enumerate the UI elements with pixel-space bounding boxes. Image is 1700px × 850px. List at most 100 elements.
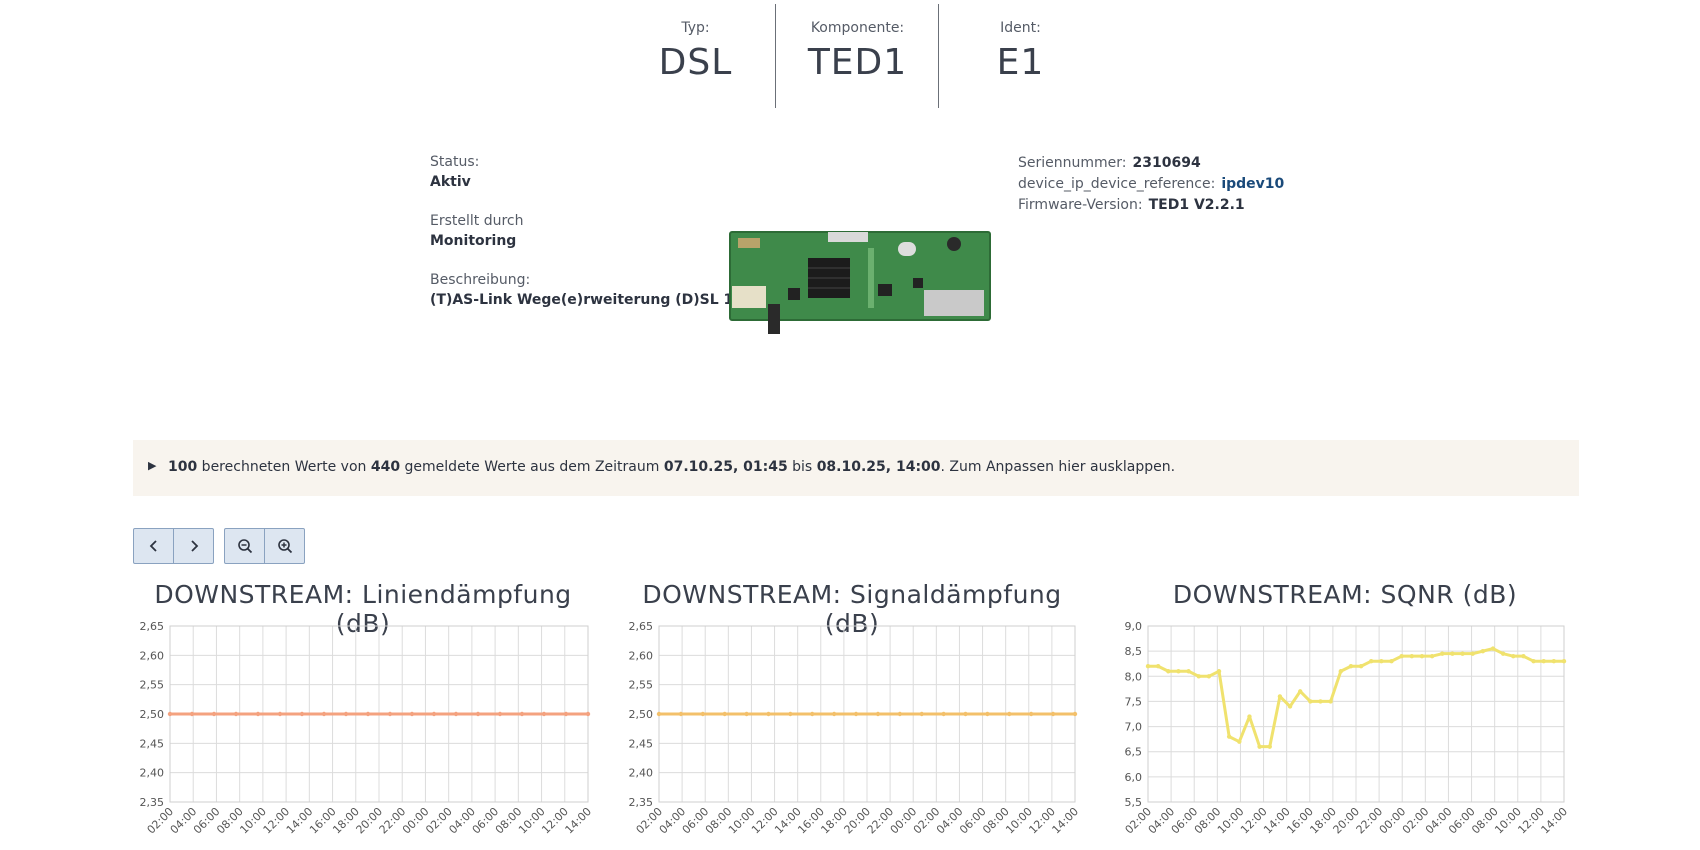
y-tick-label: 9,0 [1125,620,1143,633]
firmware-label: Firmware-Version: [1018,197,1143,213]
data-point [1318,699,1323,704]
data-point [1480,648,1486,654]
zoom-button-group [224,528,305,564]
expand-triangle-icon[interactable]: ▶ [148,459,157,472]
data-point [563,711,569,717]
komponente-value: TED1 [807,42,908,83]
ipref-link[interactable]: ipdev10 [1221,176,1285,192]
data-point [541,711,547,717]
data-point [1511,653,1516,659]
firmware-row: Firmware-Version:TED1 V2.2.1 [1018,195,1284,216]
chart-title: DOWNSTREAM: Liniendämpfung (dB) [154,580,572,638]
erstellt-value: Monitoring [430,233,517,249]
data-point [1551,659,1557,664]
data-point [519,711,525,717]
data-point [1029,711,1034,717]
data-point [963,711,968,717]
data-point [1145,664,1151,669]
data-point [1338,669,1343,674]
data-point [919,711,924,717]
data-point [1369,659,1374,664]
y-tick-label: 2,40 [629,767,654,780]
data-point [277,711,283,717]
data-point [1389,659,1394,664]
data-point [1176,669,1181,674]
typ-label: Typ: [681,20,710,36]
zoom-out-button[interactable] [225,529,264,563]
line-chart-liniendaempfung: 2,652,602,552,502,452,402,3502:0004:0006… [140,620,595,837]
data-point [700,711,705,717]
erstellt-field: Erstellt durch Monitoring [430,213,524,249]
ident-value: E1 [996,42,1045,83]
data-point [431,711,437,717]
y-tick-label: 2,65 [140,620,165,633]
data-point [453,711,459,717]
line-chart-sqnr: 9,08,58,07,57,06,56,05,502:0004:0006:000… [1123,620,1571,837]
zoom-in-button[interactable] [264,529,304,563]
data-point [744,711,749,717]
status-field: Status: Aktiv [430,154,479,190]
chevron-right-icon [190,540,198,552]
data-point [1237,739,1242,744]
data-point [167,711,173,717]
y-tick-label: 2,40 [140,767,165,780]
erstellt-label: Erstellt durch [430,213,524,229]
data-point [211,711,217,717]
data-point [255,711,261,717]
y-tick-label: 2,45 [629,737,654,750]
serien-value: 2310694 [1132,155,1201,171]
data-point [1196,674,1201,679]
y-tick-label: 2,35 [140,796,165,809]
next-button[interactable] [173,529,213,563]
data-point [1050,711,1056,717]
data-point [1206,674,1212,679]
beschreibung-field: Beschreibung: (T)AS-Link Wege(e)rweiteru… [430,272,733,308]
data-point [585,711,591,717]
data-point [1521,653,1526,659]
x-tick-label: 14:00 [563,805,595,837]
data-point [766,711,771,717]
data-point [1500,651,1506,656]
y-tick-label: 2,55 [140,679,165,692]
data-point [831,711,837,717]
typ-value: DSL [658,42,733,83]
ident-label: Ident: [1000,20,1041,36]
x-tick-label: 14:00 [1050,805,1082,837]
data-point [853,711,859,717]
data-point [1490,646,1496,651]
data-point [1429,653,1435,659]
y-tick-label: 2,60 [140,649,165,662]
data-point [1358,664,1364,669]
chevron-left-icon [149,540,157,552]
data-point [1247,714,1252,719]
beschreibung-label: Beschreibung: [430,272,531,288]
data-point [409,711,415,717]
data-point [1166,669,1171,674]
data-point [722,711,727,717]
chart-title: DOWNSTREAM: SQNR (dB) [1172,580,1518,609]
data-point [1257,744,1262,749]
data-point [1419,653,1425,659]
range-summary-banner[interactable]: ▶ 100 berechneten Werte von 440 gemeldet… [133,440,1579,496]
komponente-label: Komponente: [810,20,905,36]
y-tick-label: 2,45 [140,737,165,750]
beschreibung-value: (T)AS-Link Wege(e)rweiterung (D)SL 1 [430,292,734,308]
header-ident: Ident: E1 [939,20,1102,83]
x-tick-label: 14:00 [1539,805,1571,837]
serien-row: Seriennummer:2310694 [1018,153,1284,174]
previous-button[interactable] [134,529,173,563]
data-point [1379,659,1384,664]
ipref-label: device_ip_device_reference: [1018,176,1216,192]
zoom-in-icon [277,539,292,554]
device-board-image [729,231,991,334]
data-point [1226,734,1232,739]
data-point [343,711,349,717]
data-point [1348,664,1354,669]
data-point [387,711,393,717]
data-point [678,711,684,717]
y-tick-label: 6,0 [1125,771,1143,784]
data-point [875,711,881,717]
data-point [1328,699,1333,704]
header-divider [775,4,776,108]
data-point [1216,669,1222,674]
